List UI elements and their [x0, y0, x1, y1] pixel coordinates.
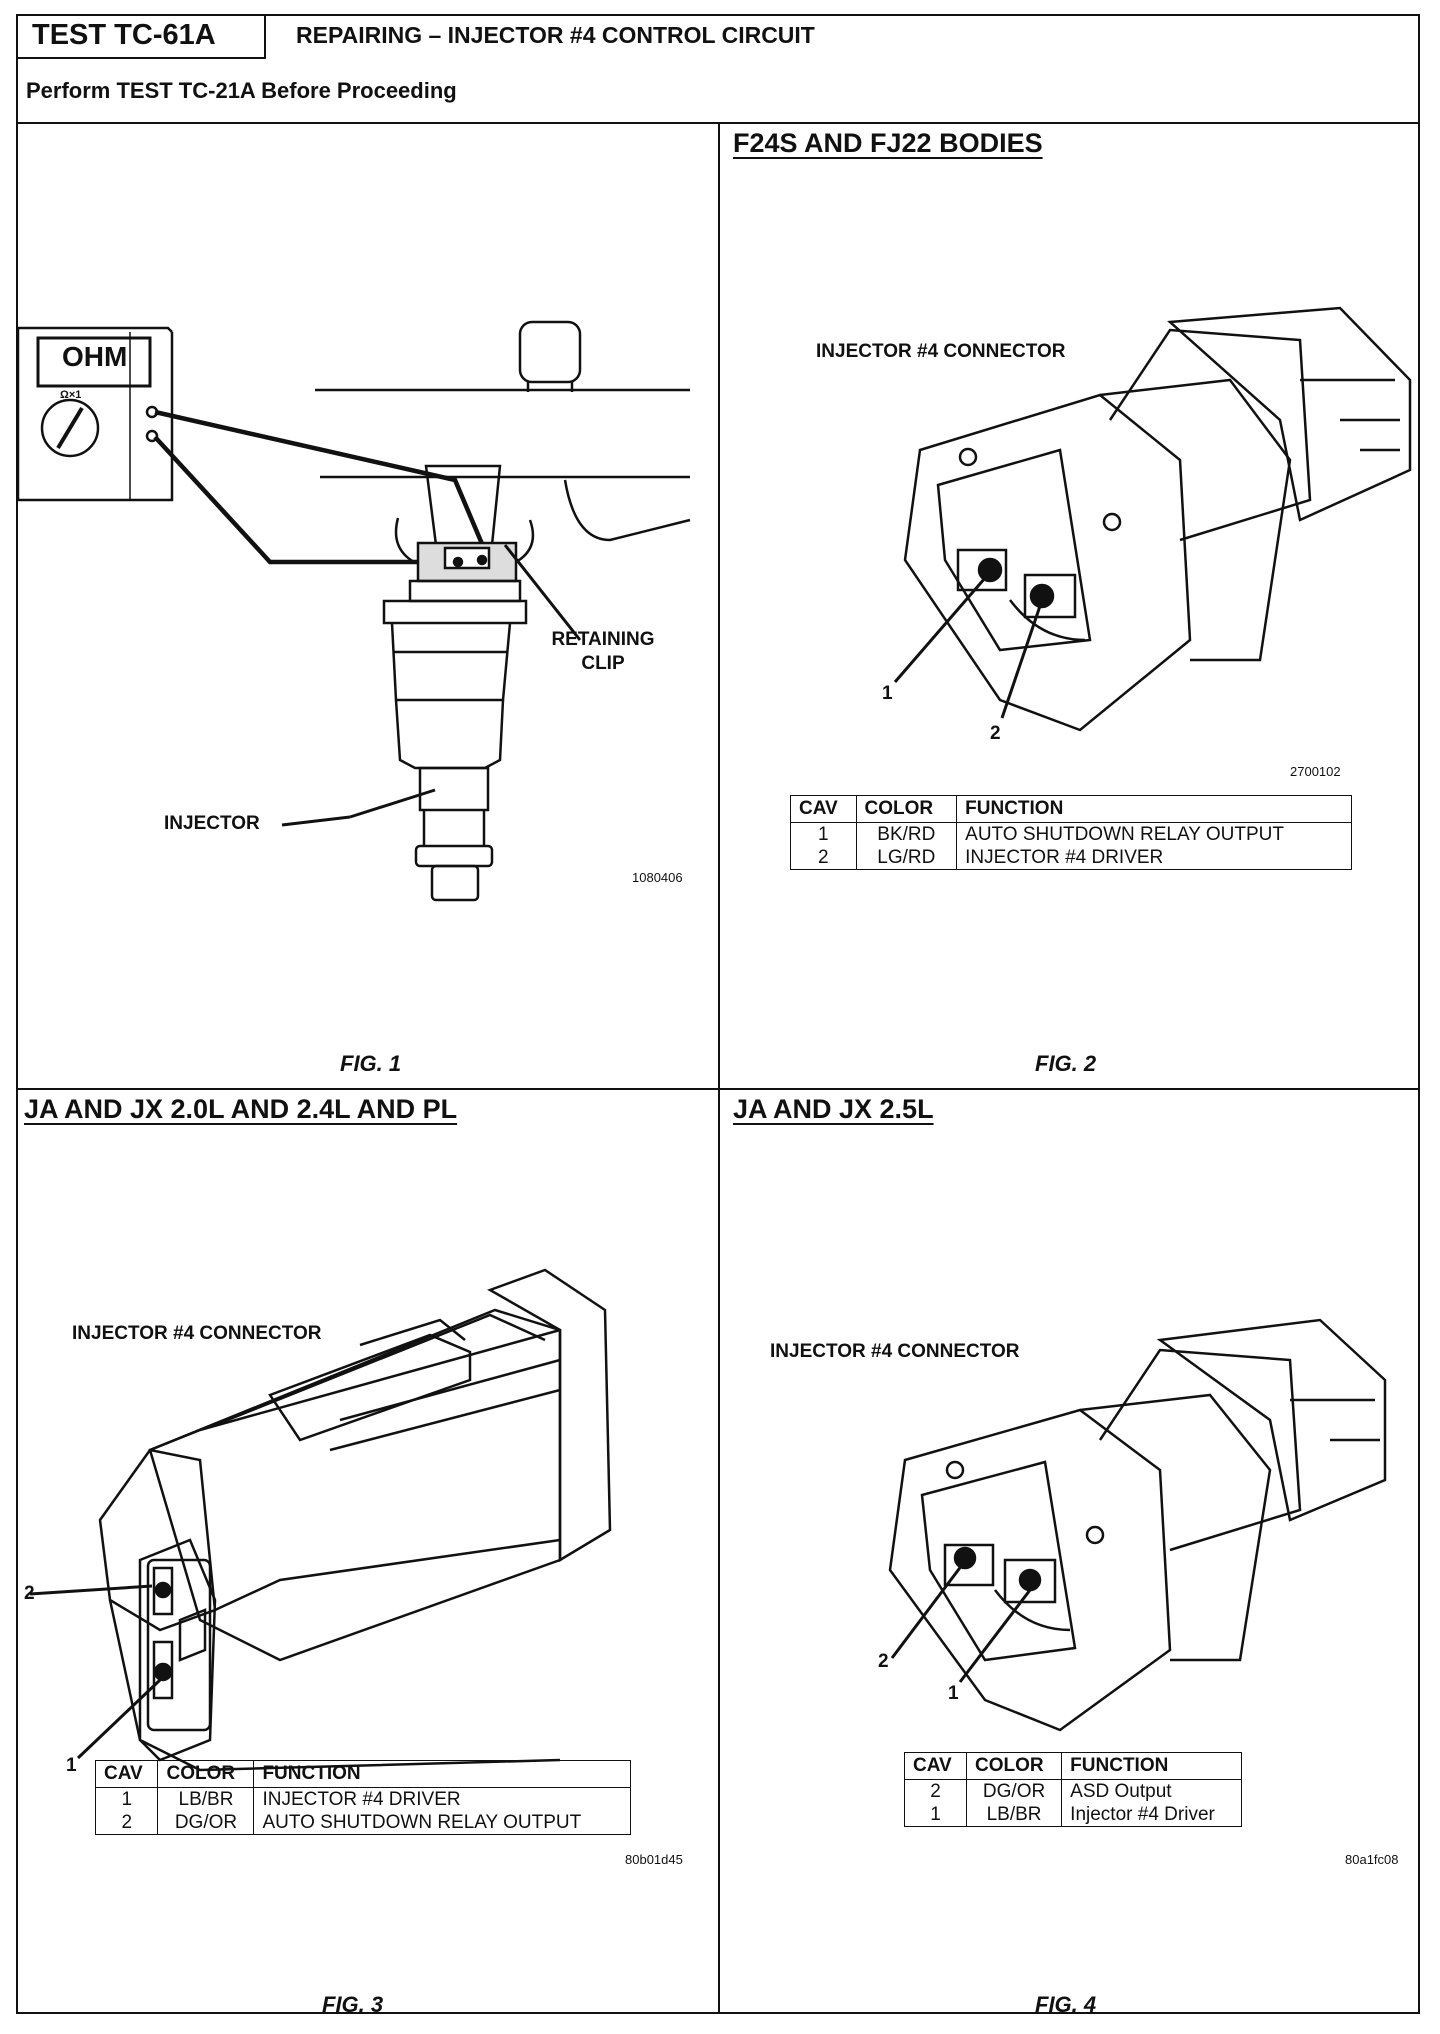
- meter-range: Ω×1: [60, 389, 82, 401]
- page-header: TEST TC-61A REPAIRING – INJECTOR #4 CONT…: [16, 14, 1420, 124]
- cell-cav: 2: [94, 1811, 159, 1835]
- column-divider: [718, 124, 720, 2014]
- row-divider: [16, 1088, 1420, 1090]
- fig4-pin-table: CAV COLOR FUNCTION 2 DG/OR ASD Output 1 …: [904, 1752, 1242, 1827]
- table-row: 2 DG/OR ASD Output: [904, 1779, 1242, 1803]
- fig4-pin-1: 1: [948, 1683, 959, 1704]
- fig2-pin-table: CAV COLOR FUNCTION 1 BK/RD AUTO SHUTDOWN…: [790, 795, 1352, 870]
- table-row: 1 BK/RD AUTO SHUTDOWN RELAY OUTPUT: [790, 822, 1352, 846]
- col-cav: CAV: [94, 1760, 159, 1788]
- fig2-pin-1: 1: [882, 683, 893, 704]
- cell-color: DG/OR: [965, 1779, 1063, 1803]
- cell-color: LB/BR: [965, 1803, 1063, 1827]
- fig4-pin-2: 2: [878, 1651, 889, 1672]
- cell-function: ASD Output: [1061, 1779, 1242, 1803]
- cell-cav: 1: [94, 1787, 159, 1811]
- fig4-connector-label: INJECTOR #4 CONNECTOR: [770, 1341, 1020, 1362]
- col-color: COLOR: [855, 795, 958, 823]
- col-function: FUNCTION: [1061, 1752, 1242, 1780]
- fig3-section-title: JA AND JX 2.0L AND 2.4L AND PL: [24, 1094, 458, 1124]
- fig3-ref-code: 80b01d45: [625, 1852, 683, 1867]
- cell-cav: 1: [904, 1803, 967, 1827]
- fig3-caption: FIG. 3: [322, 1992, 384, 2017]
- fig2-ref-code: 2700102: [1290, 764, 1341, 779]
- probe-leads: [153, 409, 491, 565]
- cell-cav: 2: [904, 1779, 967, 1803]
- table-row: 1 LB/BR Injector #4 Driver: [904, 1803, 1242, 1827]
- fig4-ref-code: 80a1fc08: [1345, 1852, 1399, 1867]
- fig2-caption: FIG. 2: [1035, 1051, 1097, 1076]
- engine-outline: [315, 320, 691, 542]
- cell-function: INJECTOR #4 DRIVER: [956, 846, 1352, 870]
- cell-color: LG/RD: [855, 846, 958, 870]
- cell-function: Injector #4 Driver: [1061, 1803, 1242, 1827]
- fig4-caption: FIG. 4: [1035, 1992, 1097, 2017]
- fig1-ref-code: 1080406: [632, 870, 683, 885]
- meter-display: OHM: [62, 341, 128, 372]
- fig3-connector-label: INJECTOR #4 CONNECTOR: [72, 1323, 322, 1344]
- label-retaining-clip: RETAINING CLIP: [551, 629, 655, 674]
- fig1-leaders: [281, 544, 582, 827]
- fig3-pin-1: 1: [66, 1755, 77, 1776]
- col-cav: CAV: [790, 795, 857, 823]
- cell-color: DG/OR: [157, 1811, 255, 1835]
- test-id: TEST TC-61A: [16, 14, 266, 59]
- cell-function: INJECTOR #4 DRIVER: [253, 1787, 631, 1811]
- cell-color: BK/RD: [855, 822, 958, 846]
- cell-function: AUTO SHUTDOWN RELAY OUTPUT: [956, 822, 1352, 846]
- col-function: FUNCTION: [253, 1760, 631, 1788]
- fig2-pin-2: 2: [990, 723, 1001, 744]
- cell-function: AUTO SHUTDOWN RELAY OUTPUT: [253, 1811, 631, 1835]
- fig4-section-title: JA AND JX 2.5L: [733, 1094, 934, 1124]
- col-function: FUNCTION: [956, 795, 1352, 823]
- fig2-section-title: F24S AND FJ22 BODIES: [733, 128, 1043, 158]
- table-row: 2 LG/RD INJECTOR #4 DRIVER: [790, 846, 1352, 870]
- injector-icon: [382, 464, 535, 902]
- label-injector: INJECTOR: [164, 813, 260, 834]
- cell-color: LB/BR: [157, 1787, 255, 1811]
- table-row: 1 LB/BR INJECTOR #4 DRIVER: [94, 1787, 631, 1811]
- fig2-connector-label: INJECTOR #4 CONNECTOR: [816, 341, 1066, 362]
- col-color: COLOR: [965, 1752, 1063, 1780]
- fig1-caption: FIG. 1: [340, 1051, 402, 1076]
- col-cav: CAV: [904, 1752, 967, 1780]
- table-row: 2 DG/OR AUTO SHUTDOWN RELAY OUTPUT: [94, 1811, 631, 1835]
- col-color: COLOR: [157, 1760, 255, 1788]
- page-title: REPAIRING – INJECTOR #4 CONTROL CIRCUIT: [296, 22, 815, 48]
- fig3-pin-2: 2: [24, 1583, 35, 1604]
- fig3-pin-table: CAV COLOR FUNCTION 1 LB/BR INJECTOR #4 D…: [94, 1760, 631, 1835]
- page-subtitle: Perform TEST TC-21A Before Proceeding: [26, 78, 457, 103]
